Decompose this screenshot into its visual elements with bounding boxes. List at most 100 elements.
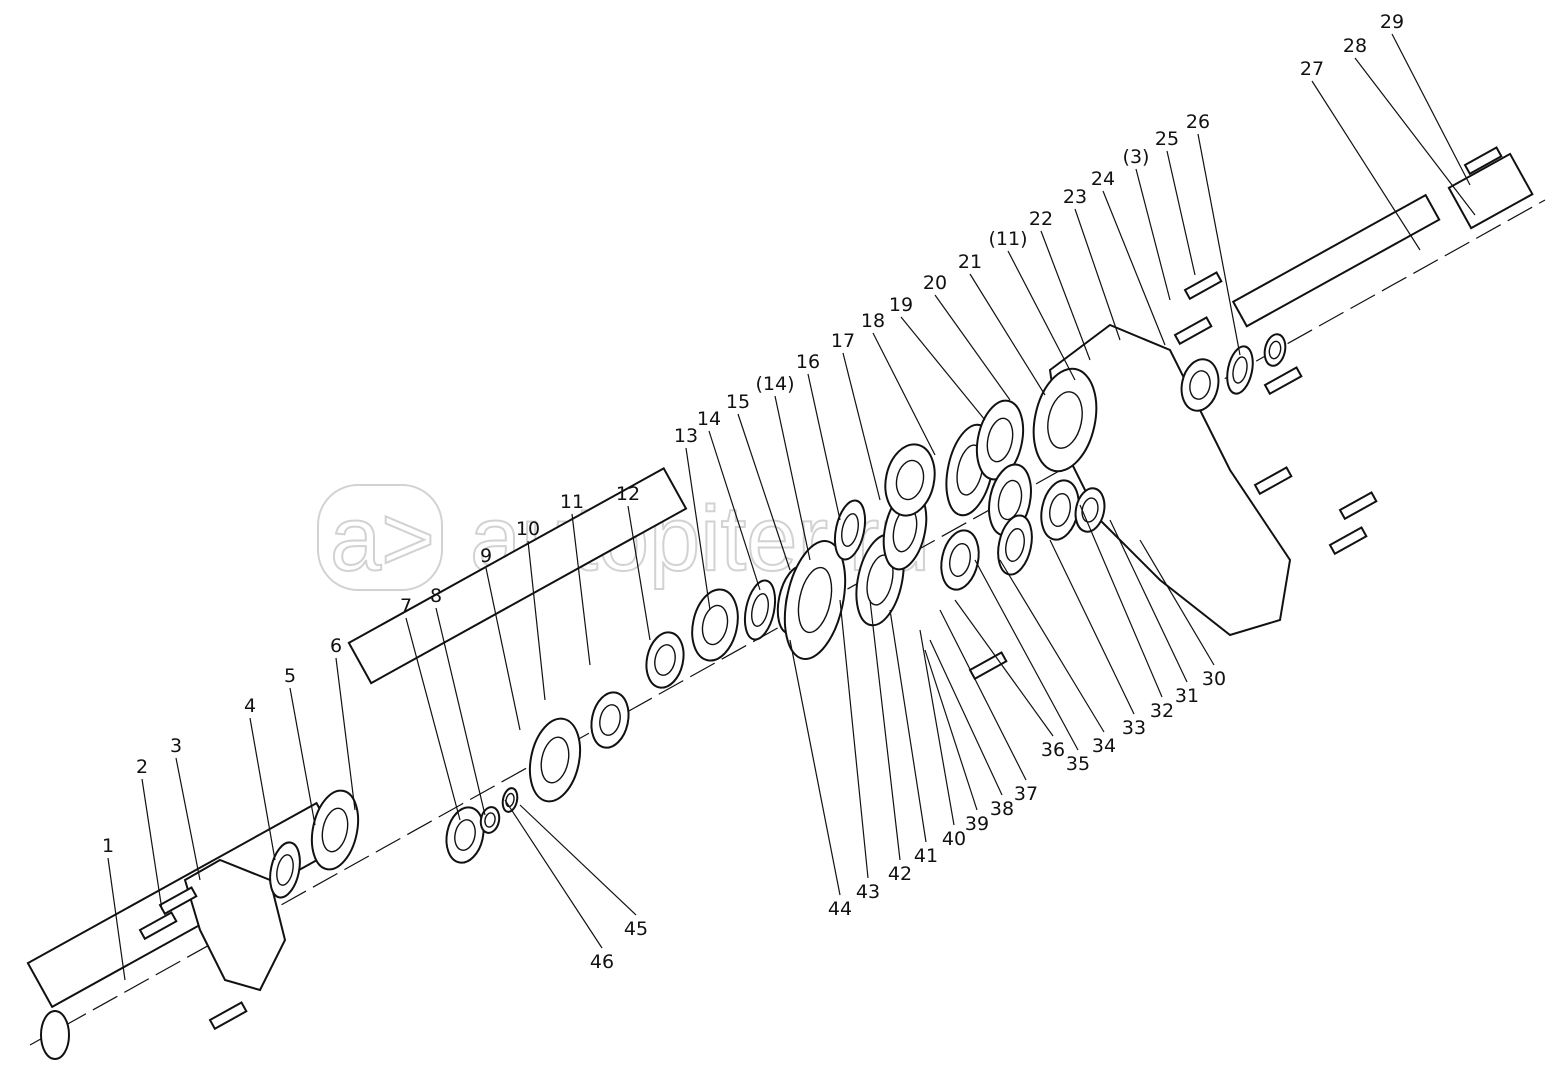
leader-line	[929, 639, 1003, 796]
leader-line	[627, 505, 651, 641]
leader-line	[1354, 57, 1476, 216]
ring-bore	[1047, 391, 1083, 449]
leader-line	[504, 799, 603, 949]
callout-label: 40	[942, 828, 966, 850]
callout-label: 12	[616, 483, 640, 505]
callout-label: 38	[990, 798, 1014, 820]
leader-lines	[107, 33, 1476, 981]
callout-label: (14)	[755, 373, 794, 395]
callout-label: 21	[958, 251, 982, 273]
ring-part	[691, 588, 739, 662]
ring-bore	[540, 736, 570, 784]
ring-part	[1263, 333, 1287, 367]
flange-part	[183, 858, 287, 992]
callout-label: 3	[170, 735, 182, 757]
callout-label: 30	[1202, 668, 1226, 690]
bolt-part	[1183, 271, 1223, 301]
ring-part	[269, 841, 301, 899]
leader-line	[1391, 33, 1471, 186]
ring-bore	[1005, 528, 1025, 562]
ring-part	[1180, 358, 1220, 412]
leader-line	[435, 607, 486, 816]
ring-bore	[949, 543, 971, 577]
leader-line	[869, 599, 901, 861]
parts-group	[26, 146, 1534, 1060]
callout-label: 44	[828, 898, 852, 920]
callout-label: 32	[1150, 700, 1174, 722]
ring-bore	[997, 479, 1023, 521]
callout-label: 31	[1175, 685, 1199, 707]
callout-label: (11)	[988, 228, 1027, 250]
ring-bore	[986, 417, 1014, 463]
ring-part	[590, 691, 630, 749]
leader-line	[924, 649, 978, 811]
callout-label: 19	[889, 294, 913, 316]
leader-line	[527, 540, 546, 701]
leader-line	[999, 559, 1105, 733]
ring-bore	[751, 593, 769, 627]
callout-label: 22	[1029, 208, 1053, 230]
leader-line	[919, 629, 955, 826]
ring-bore	[1049, 493, 1071, 527]
ring-bore	[654, 644, 676, 676]
bolt-part	[138, 911, 178, 941]
leader-line	[685, 447, 711, 611]
callout-label: 25	[1155, 128, 1179, 150]
leader-line	[1166, 150, 1196, 276]
bolt-part	[1253, 466, 1293, 496]
ring-part	[310, 789, 360, 871]
leader-line	[519, 804, 637, 916]
leader-line	[1007, 250, 1076, 381]
leader-line	[954, 599, 1054, 737]
leader-line	[1135, 168, 1171, 301]
bolt-part	[1173, 316, 1213, 346]
bolt-part	[1328, 526, 1368, 556]
callout-label: 7	[400, 595, 412, 617]
ring-part	[743, 579, 777, 641]
leader-line	[900, 316, 986, 421]
ring-part	[833, 499, 867, 561]
callout-label: 37	[1014, 783, 1038, 805]
callout-label: 11	[560, 491, 584, 513]
ring-part	[528, 717, 582, 803]
callout-label: 10	[516, 518, 540, 540]
housing-part	[1048, 323, 1292, 637]
callout-label: 1	[102, 835, 114, 857]
callout-label: 2	[136, 756, 148, 778]
ring-part	[884, 443, 936, 517]
callout-label: 39	[965, 813, 989, 835]
callout-label: 14	[697, 408, 721, 430]
callout-label: (3)	[1123, 146, 1150, 168]
callout-label: 8	[430, 585, 442, 607]
bolt-part	[968, 651, 1008, 681]
leader-line	[1311, 80, 1421, 251]
callout-label: 46	[590, 951, 614, 973]
callout-label: 29	[1380, 11, 1404, 33]
leader-line	[1197, 133, 1241, 356]
ring-part	[1032, 367, 1098, 473]
ring-part	[445, 806, 485, 864]
leader-line	[737, 413, 791, 571]
leader-line	[107, 857, 126, 981]
callout-label: 43	[856, 881, 880, 903]
ring-part	[645, 631, 685, 689]
leader-line	[839, 599, 869, 879]
output-shaft-part	[1231, 193, 1441, 328]
leader-line	[141, 778, 163, 911]
leader-line	[1040, 230, 1091, 361]
leader-line	[969, 273, 1046, 396]
leader-line	[708, 430, 761, 591]
bolt-part	[1263, 366, 1303, 396]
leader-line	[289, 687, 316, 826]
ring-bore	[454, 819, 476, 851]
ring-bore	[701, 604, 729, 646]
leader-line	[974, 559, 1079, 751]
leader-line	[842, 352, 881, 501]
leader-line	[571, 513, 591, 666]
leader-line	[939, 609, 1027, 781]
leader-line	[249, 717, 276, 861]
ring-bore	[321, 807, 349, 853]
callout-label: 33	[1122, 717, 1146, 739]
shaft-part	[26, 801, 343, 1009]
